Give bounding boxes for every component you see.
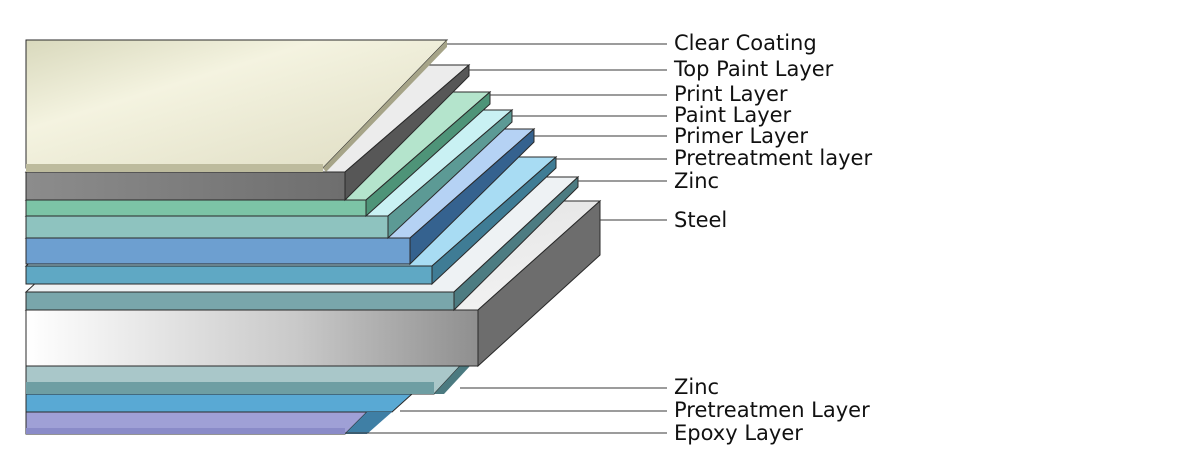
- label-pretreatment-top: Pretreatment layer: [674, 146, 872, 170]
- label-top-paint-layer: Top Paint Layer: [673, 57, 834, 81]
- zinc-bottom-layer: [25, 365, 470, 395]
- label-print-layer: Print Layer: [674, 82, 788, 106]
- clear-coating-layer: [25, 39, 449, 172]
- label-zinc-bottom: Zinc: [674, 375, 719, 399]
- label-clear-coating: Clear Coating: [674, 31, 817, 55]
- label-steel: Steel: [674, 208, 727, 232]
- label-paint-layer: Paint Layer: [674, 103, 792, 127]
- label-pretreatment-bottom: Pretreatmen Layer: [674, 398, 870, 422]
- label-epoxy-layer: Epoxy Layer: [674, 421, 803, 445]
- label-primer-layer: Primer Layer: [674, 124, 808, 148]
- leader-lines: [345, 43, 667, 434]
- epoxy-layer: [25, 411, 369, 435]
- label-zinc-top: Zinc: [674, 169, 719, 193]
